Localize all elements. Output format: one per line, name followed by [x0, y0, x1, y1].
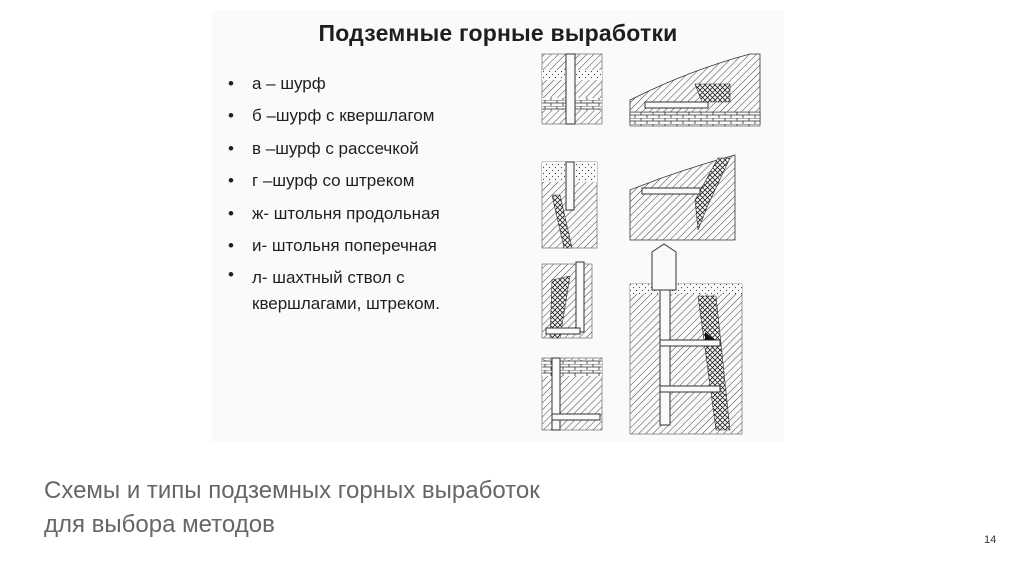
list-item: • ж- штольня продольная: [228, 198, 518, 230]
mine-workings-schemes: [541, 53, 761, 435]
list-item-text: л- шахтный ствол с квершлагами, штреком.: [252, 268, 440, 314]
scheme-zh: [629, 53, 761, 127]
bullet-icon: •: [228, 171, 234, 191]
scheme-g: [541, 357, 603, 431]
bullet-icon: •: [228, 74, 234, 93]
scheme-b: [541, 161, 598, 249]
scheme-i: [629, 154, 736, 241]
list-item: • л- шахтный ствол с квершлагами, штреком…: [228, 262, 518, 317]
scheme-v: [541, 261, 593, 339]
caption-line-2: для выбора методов: [44, 511, 275, 538]
list-item-text: в –шурф с рассечкой: [252, 138, 419, 158]
list-item-text: и- штольня поперечная: [252, 236, 437, 256]
caption-line-1: Схемы и типы подземных горных выработок: [44, 477, 540, 504]
list-item-text: г –шурф со штреком: [252, 171, 415, 191]
list-item: • в –шурф с рассечкой: [228, 133, 518, 165]
bullet-icon: •: [228, 138, 234, 158]
page-number: 14: [984, 534, 997, 546]
slide-caption: Схемы и типы подземных горных выработок …: [44, 474, 540, 542]
list-item: • б –шурф с квершлагом: [228, 100, 518, 132]
figure-title: Подземные горные выработки: [318, 20, 678, 46]
list-item: • г –шурф со штреком: [228, 165, 518, 197]
list-item-text: а – шурф: [252, 74, 326, 93]
figure-image: Подземные горные выработки • а – шурф • б …: [212, 10, 784, 442]
bullet-icon: •: [228, 236, 234, 256]
list-item: • а – шурф: [228, 68, 518, 100]
scheme-l: [629, 243, 743, 435]
scheme-a: [541, 53, 603, 125]
bullet-icon: •: [228, 106, 234, 126]
bullet-icon: •: [228, 265, 234, 285]
list-item-text: ж- штольня продольная: [252, 203, 440, 223]
bullet-icon: •: [228, 203, 234, 223]
legend-list: • а – шурф • б –шурф с квершлагом • в –шурф…: [228, 68, 518, 317]
list-item: • и- штольня поперечная: [228, 230, 518, 262]
list-item-text: б –шурф с квершлагом: [252, 106, 435, 126]
